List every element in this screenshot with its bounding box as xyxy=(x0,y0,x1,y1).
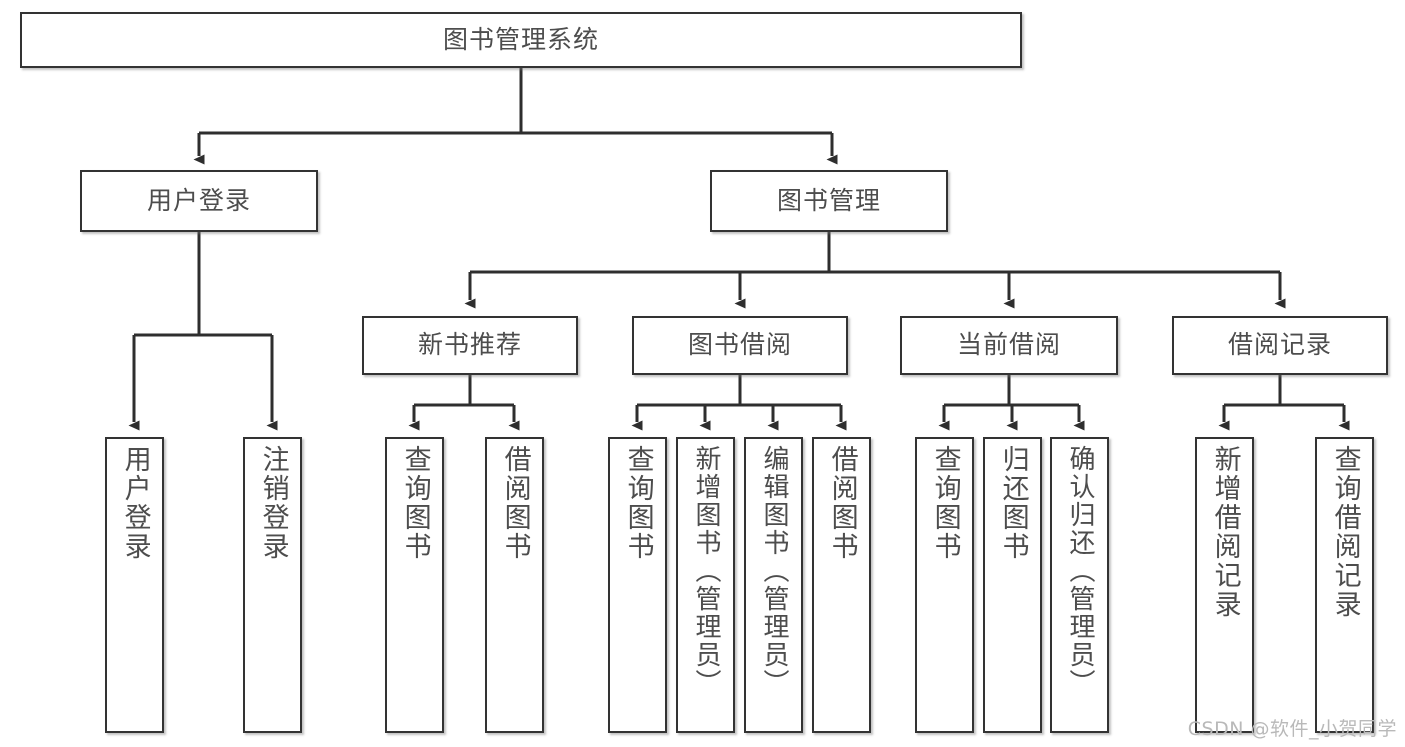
node-new-book-recommend-label: 新书推荐 xyxy=(417,330,522,360)
node-leaf-query-book-borrow-label: 查询图书 xyxy=(622,445,654,561)
node-leaf-borrow-book-label: 借阅图书 xyxy=(826,445,858,561)
node-leaf-borrow-book-rec-label: 借阅图书 xyxy=(499,445,531,561)
node-leaf-borrow-book-rec[interactable]: 借阅图书 xyxy=(485,437,544,733)
node-leaf-query-book-borrow[interactable]: 查询图书 xyxy=(608,437,667,733)
node-leaf-add-book-label: 新增图书（管理员） xyxy=(691,445,722,697)
node-leaf-edit-book-label: 编辑图书（管理员） xyxy=(759,445,790,697)
node-root-label: 图书管理系统 xyxy=(442,24,599,54)
node-leaf-query-record[interactable]: 查询借阅记录 xyxy=(1315,437,1374,733)
node-leaf-user-logout[interactable]: 注销登录 xyxy=(243,437,302,733)
node-leaf-add-record[interactable]: 新增借阅记录 xyxy=(1195,437,1254,733)
node-leaf-query-book-cur[interactable]: 查询图书 xyxy=(915,437,974,733)
node-current-borrow[interactable]: 当前借阅 xyxy=(900,316,1118,375)
node-current-borrow-label: 当前借阅 xyxy=(956,330,1061,360)
node-user-login[interactable]: 用户登录 xyxy=(80,170,318,232)
node-leaf-add-record-label: 新增借阅记录 xyxy=(1209,445,1241,619)
node-borrow-record[interactable]: 借阅记录 xyxy=(1172,316,1388,375)
node-leaf-borrow-book[interactable]: 借阅图书 xyxy=(812,437,871,733)
node-leaf-user-login-label: 用户登录 xyxy=(119,445,151,561)
node-leaf-user-login[interactable]: 用户登录 xyxy=(105,437,164,733)
node-leaf-return-book-label: 归还图书 xyxy=(997,445,1029,561)
node-leaf-query-record-label: 查询借阅记录 xyxy=(1329,445,1361,619)
node-book-borrow[interactable]: 图书借阅 xyxy=(632,316,848,375)
node-book-borrow-label: 图书借阅 xyxy=(687,330,792,360)
node-leaf-confirm-return-label: 确认归还（管理员） xyxy=(1065,445,1096,697)
node-leaf-edit-book[interactable]: 编辑图书（管理员） xyxy=(744,437,803,733)
node-leaf-query-book-rec[interactable]: 查询图书 xyxy=(385,437,444,733)
node-leaf-query-book-cur-label: 查询图书 xyxy=(929,445,961,561)
csdn-watermark: CSDN @软件_小贺同学 xyxy=(1187,718,1397,740)
node-book-manage[interactable]: 图书管理 xyxy=(710,170,948,232)
node-user-login-label: 用户登录 xyxy=(146,185,251,215)
node-root[interactable]: 图书管理系统 xyxy=(20,12,1022,68)
node-borrow-record-label: 借阅记录 xyxy=(1227,330,1332,360)
node-new-book-recommend[interactable]: 新书推荐 xyxy=(362,316,578,375)
node-leaf-confirm-return[interactable]: 确认归还（管理员） xyxy=(1050,437,1109,733)
node-leaf-return-book[interactable]: 归还图书 xyxy=(983,437,1042,733)
node-leaf-user-logout-label: 注销登录 xyxy=(257,445,289,561)
node-book-manage-label: 图书管理 xyxy=(776,185,881,215)
node-leaf-query-book-rec-label: 查询图书 xyxy=(399,445,431,561)
node-leaf-add-book[interactable]: 新增图书（管理员） xyxy=(676,437,735,733)
